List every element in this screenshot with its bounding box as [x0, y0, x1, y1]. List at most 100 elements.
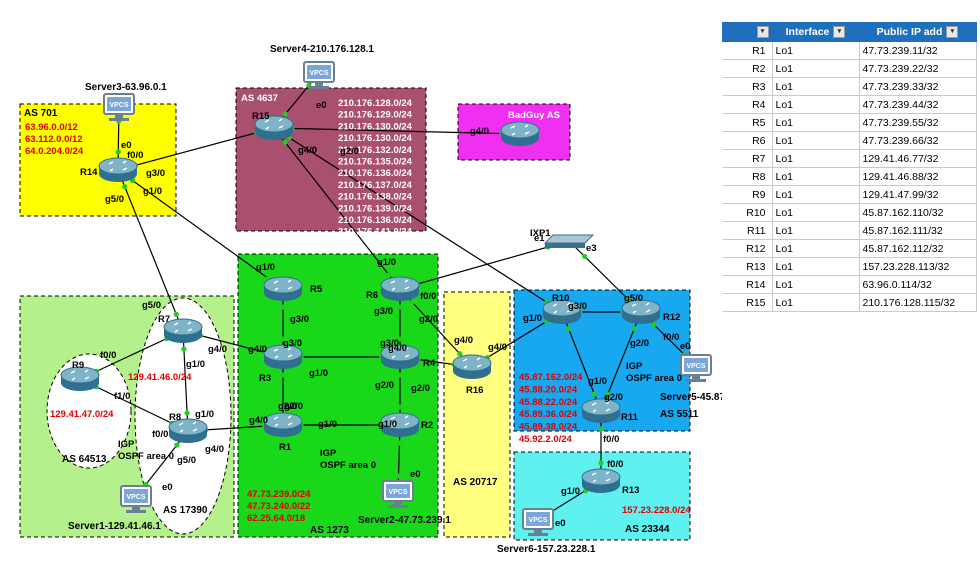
prefix-label: 210.176.138.0/24: [338, 192, 413, 203]
table-header-router[interactable]: ▾: [722, 22, 773, 42]
router-cell: R15: [722, 293, 773, 312]
router-icon-top: [380, 344, 420, 362]
monitor-screen: [684, 358, 708, 372]
interface-label: g5/0: [177, 455, 196, 466]
prefix-label: 210.176.130.0/24: [338, 133, 413, 144]
ip-cell: 129.41.46.88/32: [859, 167, 977, 186]
prefix-label: 210.176.135.0/24: [338, 157, 413, 168]
interface-label: g1/0: [378, 419, 397, 430]
prefix-label: 47.73.240.0/22: [247, 501, 310, 512]
table-header-interface[interactable]: Interface▾: [771, 22, 860, 42]
prefix-label: 62.25.64.0/18: [247, 513, 305, 524]
router-cell: R4: [722, 95, 773, 114]
interface-label: g4/0: [470, 126, 489, 137]
prefix-label: 64.0.204.0/24: [25, 146, 84, 157]
router-label: R7: [158, 314, 170, 325]
igp-label: IGP: [626, 361, 643, 372]
table-header-public-ip[interactable]: Public IP add▾: [858, 22, 977, 42]
interface-dot: [280, 372, 286, 378]
prefix-label: 210.176.136.0/24: [338, 168, 413, 179]
interface-label: e0: [410, 469, 421, 480]
router-r10: [542, 299, 582, 324]
router-cell: R8: [722, 167, 773, 186]
interface-dot: [122, 184, 128, 190]
router-icon-top: [254, 115, 294, 133]
interface-label: e1: [534, 233, 545, 244]
router-r6: [380, 276, 420, 301]
interface-label: g5/0: [105, 194, 124, 205]
interface-label: g1/0: [377, 257, 396, 268]
filter-dropdown-icon[interactable]: ▾: [756, 26, 769, 39]
interface-label: f0/0: [603, 434, 619, 445]
router-cell: R10: [722, 203, 773, 222]
interface-label: f0/0: [607, 459, 623, 470]
interface-label: g4/0: [248, 344, 267, 355]
ip-cell: 210.176.128.115/32: [859, 293, 977, 312]
monitor-stand: [115, 114, 123, 118]
router-r13: [581, 468, 621, 493]
area-as701: [19, 103, 177, 217]
ip-cell: 47.73.239.66/32: [859, 131, 977, 150]
prefix-label: 210.176.132.0/24: [338, 145, 413, 156]
vpcs-label: VPCS: [109, 102, 128, 109]
interface-label: f0/0: [152, 429, 168, 440]
vpcs-label: VPCS: [528, 517, 547, 524]
monitor-stand: [315, 82, 323, 86]
interface-cell: Lo1: [772, 131, 860, 150]
interface-label: e0: [316, 100, 327, 111]
router-cell: R7: [722, 149, 773, 168]
server-label: Server2-47.73.239.1: [358, 515, 451, 526]
filter-dropdown-icon[interactable]: ▾: [833, 26, 846, 39]
router-icon-top: [98, 157, 138, 175]
router-arrows-icon: [552, 302, 572, 314]
router-label: R15: [252, 111, 270, 122]
router-label: R14: [80, 167, 98, 178]
prefix-label: 210.176.128.0/24: [338, 98, 413, 109]
interface-dot: [397, 304, 403, 310]
router-label: R12: [663, 312, 680, 323]
router-label: R1: [279, 442, 292, 453]
router-icon-top: [452, 354, 492, 372]
monitor-stand: [692, 375, 700, 379]
prefix-label: 45.89.36.0/24: [519, 409, 578, 420]
interface-label: e0: [555, 518, 566, 529]
as-label-badguy: BadGuy AS: [508, 110, 560, 121]
prefix-label: 210.176.141.0/24: [338, 227, 413, 238]
interface-label: f0/0: [127, 150, 143, 161]
link-r14-r7: [117, 169, 184, 332]
interface-cell: Lo1: [772, 203, 860, 222]
monitor-base: [528, 533, 548, 536]
server-label: Server6-157.23.228.1: [497, 544, 596, 555]
interface-cell: Lo1: [772, 149, 860, 168]
interface-label: g1/0: [309, 368, 328, 379]
router-label: R13: [622, 485, 639, 496]
interface-label: g2/0: [278, 401, 297, 412]
interface-label: g4/0: [249, 415, 268, 426]
interface-dot: [598, 460, 604, 466]
interface-label: g2/0: [604, 392, 623, 403]
router-cell: R6: [722, 131, 773, 150]
prefix-label: 63.112.0.0/12: [25, 134, 83, 145]
prefix-label: 47.73.239.0/24: [247, 489, 311, 500]
interface-label: f0/0: [100, 350, 116, 361]
subnet-label: 129.41.46.0/24: [128, 372, 192, 383]
interface-cell: Lo1: [772, 185, 860, 204]
ip-cell: 47.73.239.44/32: [859, 95, 977, 114]
interface-label: g5/0: [624, 293, 643, 304]
link-r14-r15: [117, 127, 275, 171]
prefix-label: 210.176.129.0/24: [338, 110, 413, 121]
interface-dot: [282, 139, 288, 145]
interface-label: g2/0: [375, 380, 394, 391]
interface-dot: [397, 404, 403, 410]
ip-cell: 129.41.46.77/32: [859, 149, 977, 168]
filter-dropdown-icon[interactable]: ▾: [946, 26, 959, 39]
interface-dot: [651, 322, 657, 328]
igp-label: OSPF area 0: [320, 460, 376, 471]
